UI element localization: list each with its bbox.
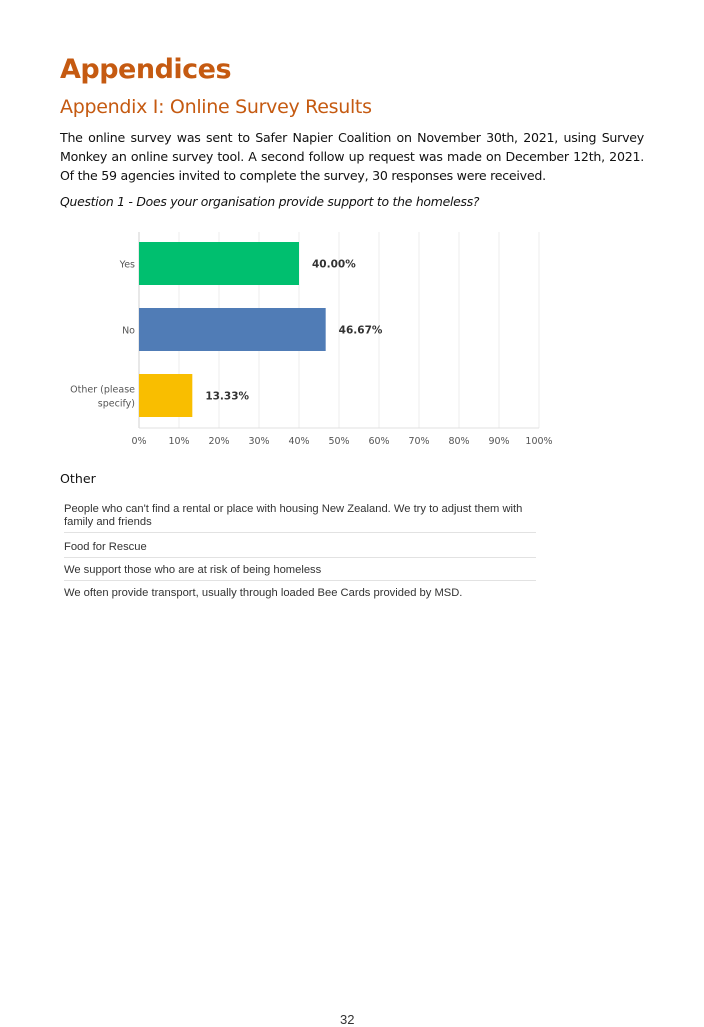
other-response: We support those who are at risk of bein… <box>64 564 536 581</box>
other-response: We often provide transport, usually thro… <box>64 587 463 599</box>
x-tick-label: 100% <box>525 436 552 447</box>
bar-no <box>139 308 326 351</box>
data-label: 40.00% <box>312 259 356 271</box>
x-tick-label: 10% <box>168 436 189 447</box>
x-tick-label: 30% <box>248 436 269 447</box>
section-heading: Appendix I: Online Survey Results <box>60 96 372 118</box>
x-tick-label: 80% <box>448 436 469 447</box>
other-heading: Other <box>60 471 96 486</box>
category-label: No <box>122 326 135 337</box>
category-label: Yes <box>119 260 135 271</box>
other-response: People who can't find a rental or place … <box>64 503 536 533</box>
x-tick-label: 50% <box>328 436 349 447</box>
x-tick-label: 90% <box>488 436 509 447</box>
x-tick-label: 20% <box>208 436 229 447</box>
intro-paragraph: The online survey was sent to Safer Napi… <box>60 130 644 183</box>
question-caption: Question 1 - Does your organisation prov… <box>60 194 480 209</box>
bar-other-please-specify- <box>139 374 193 417</box>
other-response: Food for Rescue <box>64 541 536 558</box>
x-tick-label: 70% <box>408 436 429 447</box>
x-tick-label: 40% <box>288 436 309 447</box>
category-label: Other (please <box>70 385 135 396</box>
bar-yes <box>139 242 299 285</box>
data-label: 46.67% <box>339 325 383 337</box>
data-label: 13.33% <box>205 391 249 403</box>
page-heading: Appendices <box>60 54 232 85</box>
x-tick-label: 0% <box>131 436 146 447</box>
page-number: 32 <box>340 1012 355 1027</box>
category-label: specify) <box>98 399 135 410</box>
bar-chart: 0% 10% 20% 30% 40% 50% 60% 70% 80% 90% 100% 40.00% Y… <box>70 232 553 447</box>
x-tick-label: 60% <box>368 436 389 447</box>
